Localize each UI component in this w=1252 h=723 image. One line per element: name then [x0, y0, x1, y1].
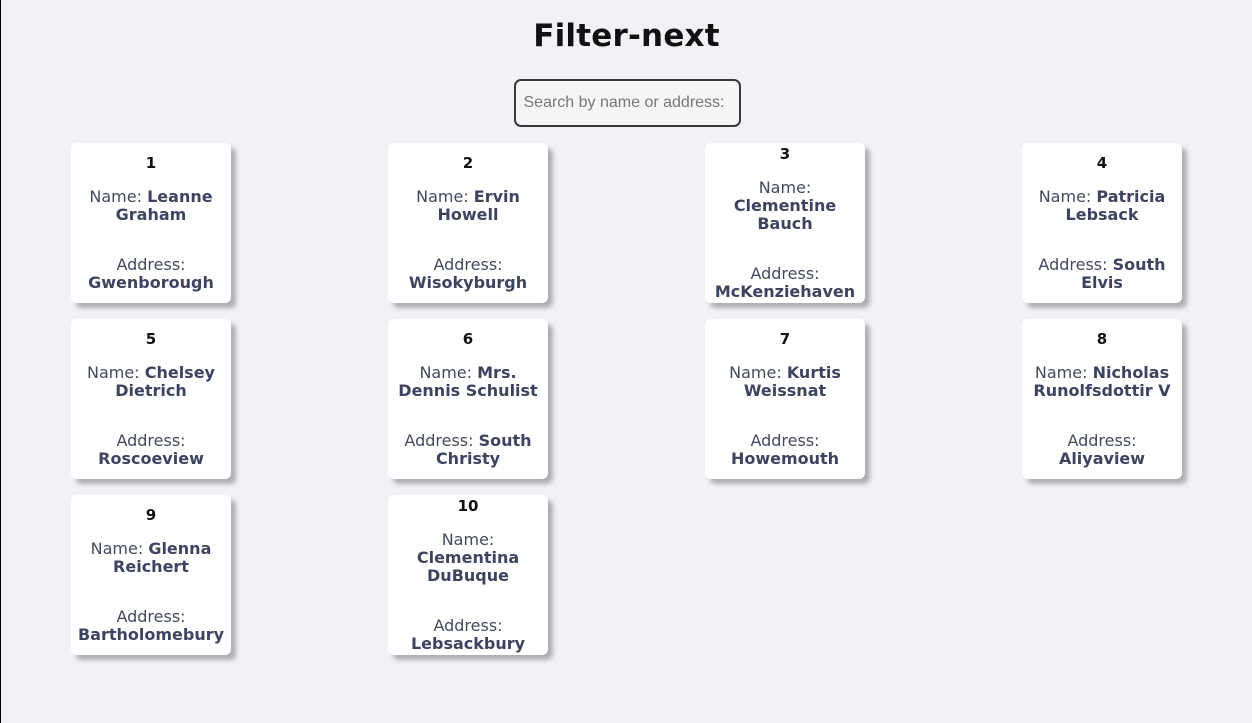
card-id: 1: [145, 154, 157, 172]
address-label: Address:: [433, 616, 503, 635]
card-address: Address: Bartholomebury: [78, 608, 224, 644]
name-label: Name:: [416, 187, 474, 206]
address-value: Howemouth: [730, 449, 840, 468]
card-id: 4: [1096, 154, 1108, 172]
name-label: Name:: [441, 530, 495, 549]
address-label: Address:: [116, 255, 186, 274]
name-label: Name:: [419, 363, 478, 382]
user-card: 2 Name: Ervin Howell Address: Wisokyburg…: [388, 143, 548, 303]
card-address: Address: Roscoeview: [79, 432, 223, 468]
name-value: Glenna Reichert: [113, 539, 212, 576]
search-container: [1, 79, 1252, 127]
card-id: 7: [779, 330, 791, 348]
address-label: Address:: [433, 255, 503, 274]
user-card: 6 Name: Mrs. Dennis Schulist Address: So…: [388, 319, 548, 479]
card-name: Name: Kurtis Weissnat: [713, 364, 857, 400]
name-label: Name:: [729, 363, 787, 382]
card-address: Address: South Christy: [396, 432, 540, 468]
address-label: Address:: [116, 431, 186, 450]
name-label: Name:: [758, 178, 812, 197]
card-name: Name: Mrs. Dennis Schulist: [396, 364, 540, 400]
user-card: 3 Name: Clementine Bauch Address: McKenz…: [705, 143, 865, 303]
card-name: Name: Clementina DuBuque: [396, 531, 540, 585]
name-label: Name:: [90, 539, 149, 558]
user-card: 4 Name: Patricia Lebsack Address: South …: [1022, 143, 1182, 303]
card-name: Name: Glenna Reichert: [79, 540, 223, 576]
card-address: Address: Aliyaview: [1030, 432, 1174, 468]
card-address: Address: Lebsackbury: [396, 617, 540, 653]
user-card: 5 Name: Chelsey Dietrich Address: Roscoe…: [71, 319, 231, 479]
address-label: Address:: [404, 431, 479, 450]
name-value: Mrs. Dennis Schulist: [398, 363, 538, 400]
card-id: 6: [462, 330, 474, 348]
user-card: 7 Name: Kurtis Weissnat Address: Howemou…: [705, 319, 865, 479]
page-title: Filter-next: [533, 18, 720, 54]
card-id: 2: [462, 154, 474, 172]
address-label: Address:: [750, 431, 820, 450]
card-id: 3: [779, 145, 791, 163]
address-value: Roscoeview: [98, 449, 204, 468]
address-value: South Christy: [435, 431, 532, 468]
name-value: Clementina DuBuque: [416, 548, 520, 585]
card-address: Address: South Elvis: [1030, 256, 1174, 292]
card-id: 8: [1096, 330, 1108, 348]
card-address: Address: Wisokyburgh: [396, 256, 540, 292]
card-name: Name: Patricia Lebsack: [1030, 188, 1174, 224]
address-value: Wisokyburgh: [408, 273, 528, 292]
address-value: Aliyaview: [1058, 449, 1146, 468]
address-value: McKenziehaven: [714, 282, 856, 301]
address-value: Gwenborough: [88, 273, 214, 292]
address-label: Address:: [1067, 431, 1137, 450]
name-label: Name:: [1038, 187, 1097, 206]
address-value: Bartholomebury: [77, 625, 225, 644]
card-address: Address: Gwenborough: [79, 256, 223, 292]
card-name: Name: Leanne Graham: [79, 188, 223, 224]
search-input[interactable]: [513, 79, 741, 127]
name-value: Chelsey Dietrich: [115, 363, 215, 400]
card-name: Name: Ervin Howell: [396, 188, 540, 224]
card-id: 5: [145, 330, 157, 348]
card-address: Address: McKenziehaven: [713, 265, 857, 301]
address-label: Address:: [1038, 255, 1113, 274]
name-value: Clementine Bauch: [733, 196, 837, 233]
card-name: Name: Chelsey Dietrich: [79, 364, 223, 400]
card-address: Address: Howemouth: [713, 432, 857, 468]
user-card: 1 Name: Leanne Graham Address: Gwenborou…: [71, 143, 231, 303]
name-value: Nicholas Runolfsdottir V: [1033, 363, 1171, 400]
user-card: 10 Name: Clementina DuBuque Address: Leb…: [388, 495, 548, 655]
name-label: Name:: [89, 187, 148, 206]
name-value: Ervin Howell: [437, 187, 520, 224]
name-value: Patricia Lebsack: [1065, 187, 1166, 224]
address-value: South Elvis: [1081, 255, 1166, 292]
card-name: Name: Nicholas Runolfsdottir V: [1030, 364, 1174, 400]
address-value: Lebsackbury: [410, 634, 526, 653]
card-grid: 1 Name: Leanne Graham Address: Gwenborou…: [71, 143, 1183, 655]
user-card: 8 Name: Nicholas Runolfsdottir V Address…: [1022, 319, 1182, 479]
card-name: Name: Clementine Bauch: [713, 179, 857, 233]
card-id: 10: [457, 497, 479, 515]
name-label: Name:: [87, 363, 145, 382]
address-label: Address:: [116, 607, 186, 626]
name-label: Name:: [1034, 363, 1093, 382]
card-id: 9: [145, 506, 157, 524]
name-value: Kurtis Weissnat: [743, 363, 841, 400]
address-label: Address:: [750, 264, 820, 283]
user-card: 9 Name: Glenna Reichert Address: Barthol…: [71, 495, 231, 655]
name-value: Leanne Graham: [115, 187, 213, 224]
